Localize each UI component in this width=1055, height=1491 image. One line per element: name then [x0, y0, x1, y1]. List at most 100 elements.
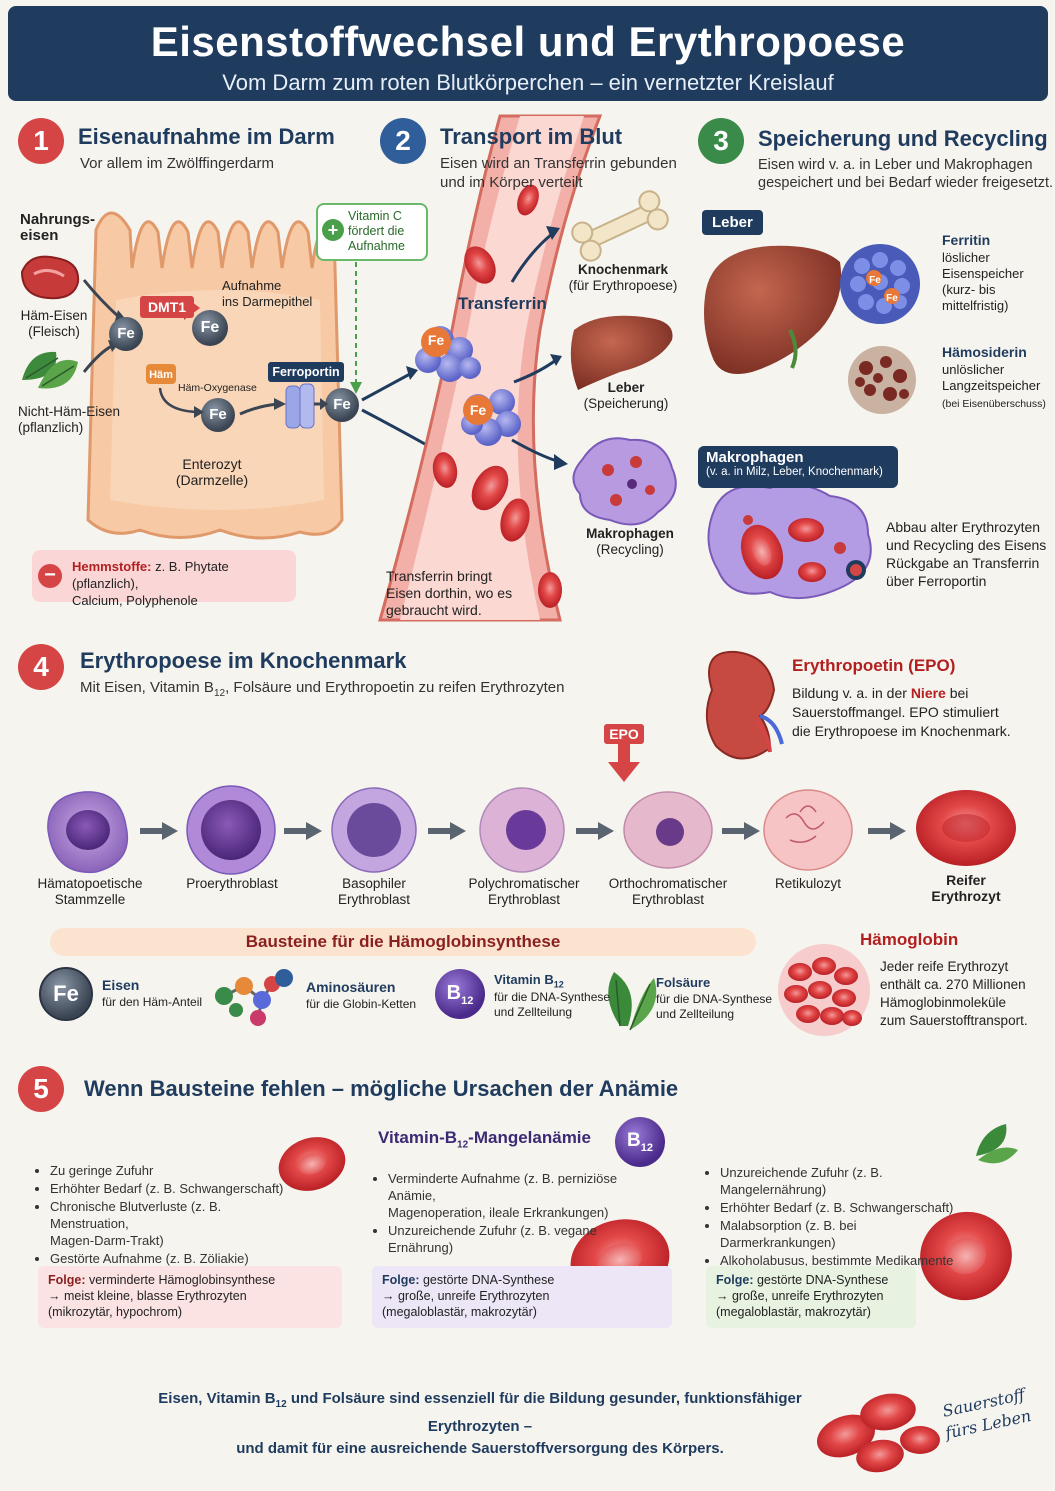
makrophagen-tag-title: Makrophagen	[706, 449, 804, 466]
folge-text: gestörte DNA-Synthese	[753, 1273, 889, 1287]
header-banner: Eisenstoffwechsel und Erythropoese Vom D…	[8, 6, 1048, 101]
list-item: Erhöhter Bedarf (z. B. Schwangerschaft)	[50, 1180, 286, 1197]
ferroportin-label: Ferroportin	[268, 362, 344, 382]
hemmstoffe-items: z. B. Phytate (pflanzlich), Calcium, Pol…	[72, 559, 229, 608]
plus-icon: +	[322, 219, 344, 241]
b12-mangel-title-sub: 12	[457, 1139, 469, 1151]
stage-retikulozyt: Retikulozyt	[774, 876, 842, 891]
folge-result: → meist kleine, blasse Erythrozyten (mik…	[48, 1289, 247, 1319]
stage-stammzelle: Hämatopoetische Stammzelle	[37, 876, 143, 907]
haemoglobin-text: Jeder reife Erythrozyt enthält ca. 270 M…	[880, 959, 1028, 1028]
hemmstoffe-box: − Hemmstoffe: z. B. Phytate (pflanzlich)…	[32, 550, 296, 608]
eisen-text: für den Häm-Anteil	[102, 995, 203, 1009]
epo-text-niere: Niere	[910, 685, 946, 701]
folge-text: verminderte Hämoglobinsynthese	[85, 1273, 276, 1287]
hemmstoffe-label: Hemmstoffe:	[72, 559, 152, 574]
stage-polychromatischer: Polychromatischer Erythroblast	[468, 876, 580, 907]
b12-mangel-icon-b: B	[627, 1130, 641, 1151]
b12-icon: B12	[440, 982, 480, 1007]
haemosiderin-note: (bei Eisenüberschuss)	[942, 398, 1046, 410]
minus-icon: −	[38, 564, 62, 588]
list-item: Malabsorption (z. B. bei Darmerkrankunge…	[720, 1217, 966, 1251]
list-item: Verminderte Aufnahme (z. B. perniziöse A…	[388, 1170, 634, 1221]
eisenmangel-folge: Folge: verminderte Hämoglobinsynthese → …	[38, 1266, 342, 1328]
folsaeure-title: Folsäure	[656, 975, 711, 990]
leber-label: Leber(Speicherung)	[576, 380, 676, 412]
fe-ion-4: Fe	[333, 396, 351, 413]
fe-ion-2: Fe	[200, 319, 220, 336]
vitamin-c-box: + Vitamin C fördert die Aufnahme	[316, 203, 428, 261]
list-item: Zu geringe Zufuhr	[50, 1162, 286, 1179]
section-3-subtitle: Eisen wird v. a. in Leber und Makrophage…	[758, 157, 1054, 191]
subtitle-b: , Folsäure und Erythropoetin zu reifen E…	[225, 679, 565, 696]
epo-arrow-label: EPO	[609, 726, 639, 742]
haem-oxygenase-label: Häm-Oxygenase	[178, 382, 257, 394]
b12-text: für die DNA-Synthese und Zellteilung	[494, 990, 611, 1019]
leber-tag: Leber	[702, 210, 763, 235]
eisen-title: Eisen	[102, 977, 140, 993]
haem-label: Häm	[149, 369, 173, 381]
knochenmark-title: Knochenmark	[577, 262, 669, 277]
stage-reifer-erythrozyt: Reifer Erythrozyt	[931, 872, 1001, 904]
card-eisenmangel-header: Eisenmangelanämie	[24, 1118, 354, 1154]
folsaeure-folge: Folge: gestörte DNA-Synthese → große, un…	[706, 1266, 916, 1328]
b12-mangel-icon: B12	[620, 1130, 660, 1154]
b12-title-sub: 12	[553, 979, 564, 990]
b12-title: Vitamin B12	[494, 972, 564, 990]
folge-label: Folge:	[716, 1273, 754, 1287]
fe-ferritin-1: Fe	[869, 275, 881, 286]
b12-mangel-title: Vitamin-B12-Mangelanämie	[378, 1128, 591, 1150]
folge-result: → große, unreife Erythrozyten (megalobla…	[382, 1289, 550, 1319]
fe-transferrin-2: Fe	[469, 402, 487, 418]
fe-icon: Fe	[53, 981, 79, 1006]
enterozyt-label: Enterozyt (Darmzelle)	[175, 456, 249, 488]
folge-label: Folge:	[382, 1273, 420, 1287]
fe-ion-3: Fe	[209, 406, 227, 423]
makrophagen-title: Makrophagen	[586, 526, 674, 541]
b12-icon-12: 12	[461, 995, 474, 1007]
makrophagen-tag-sub: (v. a. in Milz, Leber, Knochenmark)	[706, 466, 883, 478]
section-2-number: 2	[380, 118, 426, 164]
section-1-title: Eisenaufnahme im Darm	[78, 124, 335, 149]
list-item: Erhöhter Bedarf (z. B. Schwangerschaft)	[720, 1199, 966, 1216]
epo-text-c: bei Sauerstoffmangel. EPO stimuliert die…	[792, 685, 1011, 739]
page-subtitle: Vom Darm zum roten Blutkörperchen – ein …	[222, 70, 834, 95]
transferrin-note: Transferrin bringt Eisen dorthin, wo es …	[386, 568, 513, 618]
section-2-title: Transport im Blut	[440, 124, 623, 149]
footer-line-1: Eisen, Vitamin B12 und Folsäure sind ess…	[120, 1388, 840, 1438]
page-title: Eisenstoffwechsel und Erythropoese	[150, 18, 906, 65]
transferrin-label: Transferrin	[458, 294, 547, 313]
b12-mangel-icon-12: 12	[640, 1141, 653, 1154]
fe-ferritin-2: Fe	[886, 293, 898, 304]
section-5-number: 5	[18, 1066, 64, 1112]
b12-mangel-title-a: Vitamin-B	[378, 1128, 458, 1147]
ferritin-text: löslicher Eisenspeicher (kurz- bis mitte…	[942, 250, 1024, 313]
b12-icon-b: B	[446, 982, 462, 1004]
list-item: Gestörte Aufnahme (z. B. Zöliakie)	[50, 1250, 286, 1267]
fe-transferrin-1: Fe	[427, 332, 445, 348]
stage-orthochromatischer: Orthochromatischer Erythroblast	[608, 876, 728, 907]
footer-line-2: und damit für eine ausreichende Sauersto…	[236, 1440, 724, 1457]
section-3-title: Speicherung und Recycling	[758, 126, 1048, 151]
section-4-number: 4	[18, 644, 64, 690]
knochenmark-sub: (für Erythropoese)	[568, 278, 678, 293]
subtitle-a: Mit Eisen, Vitamin B	[80, 679, 214, 696]
eisenmangel-list: Zu geringe Zufuhr Erhöhter Bedarf (z. B.…	[36, 1162, 286, 1268]
epo-text-a: Bildung v. a. in der	[792, 685, 911, 701]
nicht-haem-eisen-label: Nicht-Häm-Eisen (pflanzlich)	[18, 404, 121, 435]
makrophagen-text: Abbau alter Erythrozyten und Recycling d…	[886, 519, 1047, 589]
b12-mangel-title-b: -Mangelanämie	[468, 1128, 591, 1147]
aufnahme-label: Aufnahme ins Darmepithel	[222, 278, 313, 309]
leber-sub: (Speicherung)	[583, 396, 669, 411]
section-4-subtitle: Mit Eisen, Vitamin B12, Folsäure und Ery…	[80, 678, 564, 703]
bausteine-title: Bausteine für die Hämoglobinsynthese	[50, 928, 756, 956]
knochenmark-label: Knochenmark(für Erythropoese)	[568, 262, 678, 294]
folge-label: Folge:	[48, 1273, 86, 1287]
haemosiderin-title: Hämosiderin	[942, 344, 1027, 360]
list-item: Unzureichende Zufuhr (z. B. vegane Ernäh…	[388, 1222, 634, 1256]
haemoglobin-title: Hämoglobin	[860, 930, 959, 949]
footer-a: Eisen, Vitamin B	[158, 1390, 276, 1407]
leber-title: Leber	[607, 380, 645, 395]
aminosaeuren-text: für die Globin-Ketten	[306, 997, 417, 1011]
makrophagen-sub: (Recycling)	[596, 542, 664, 557]
